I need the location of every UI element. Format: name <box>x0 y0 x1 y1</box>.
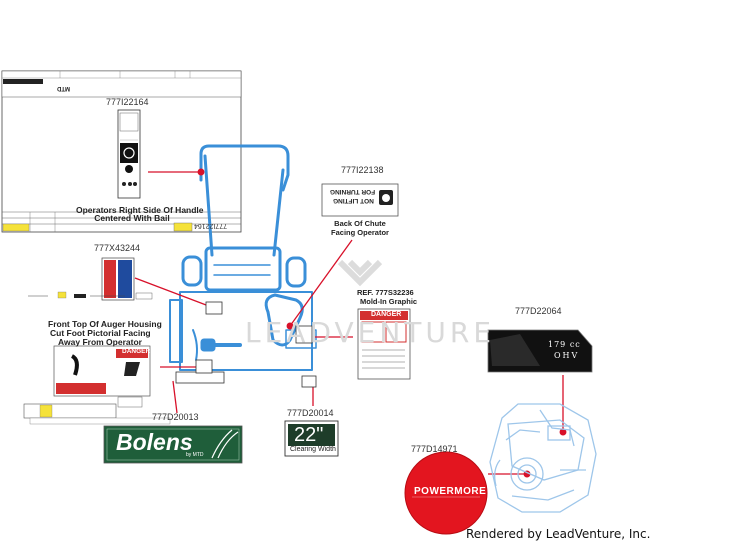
decal-777D22064-cc: 179 cc <box>548 340 581 349</box>
decal-777I22138-line1: FOR TURNING <box>330 188 376 195</box>
callout-boxes <box>175 301 317 388</box>
sheet-number: 777I22164 <box>194 222 228 229</box>
decal-777D20014 <box>284 420 339 457</box>
snowblower-outline <box>169 144 317 371</box>
caption-auger-line2: Cut Foot Pictorial Facing <box>50 328 151 338</box>
part-number-777I22164[interactable]: 777I22164 <box>106 97 149 107</box>
part-number-777D22064[interactable]: 777D22064 <box>515 306 562 316</box>
part-number-777D20014[interactable]: 777D20014 <box>287 408 334 418</box>
part-number-777S32236[interactable]: REF. 777S32236 <box>357 288 414 297</box>
decal-777D22064-ohv: OHV <box>554 351 580 360</box>
decal-777D20014-size: 22" <box>294 424 324 446</box>
watermark-text: LEADVENTURE <box>245 316 496 349</box>
auger-housing-decals <box>23 291 171 425</box>
decal-777D20013-sub: by MTD <box>186 452 204 458</box>
caption-777I22164-line2: Centered With Bail <box>94 213 170 223</box>
caption-777I22138-line1: Back Of Chute <box>334 219 386 228</box>
caption-auger-line1: Front Top Of Auger Housing <box>48 319 162 329</box>
decal-777D14971-brand: POWERMORE <box>414 486 487 497</box>
decal-777S32236 <box>357 308 411 380</box>
caption-777I22164-line1: Operators Right Side Of Handle <box>76 205 204 215</box>
caption-777S32236: Mold-In Graphic <box>360 297 418 306</box>
part-number-777X43244[interactable]: 777X43244 <box>94 243 141 253</box>
decal-777D20013-brand: Bolens <box>116 429 193 455</box>
decal-777I22138 <box>321 183 399 217</box>
caption-auger-line3: Away From Operator <box>58 337 142 347</box>
part-number-777I22138[interactable]: 777I22138 <box>341 165 384 175</box>
credit-text: Rendered by LeadVenture, Inc. <box>466 527 651 541</box>
decal-auger-danger: DANGER <box>122 348 151 355</box>
part-number-777D14971[interactable]: 777D14971 <box>411 444 458 454</box>
decal-777X43244 <box>101 257 135 301</box>
caption-777I22138-line2: Facing Operator <box>331 228 389 237</box>
decal-777S32236-danger: DANGER <box>371 311 402 318</box>
svg-text:MTD: MTD <box>56 85 70 91</box>
watermark-logo <box>337 259 383 287</box>
decal-777I22138-line2: NOT LIFTING <box>333 197 374 204</box>
part-number-777D20013[interactable]: 777D20013 <box>152 412 199 422</box>
engine-outline <box>489 403 597 513</box>
decal-777D20014-sub: Clearing Width <box>290 446 336 453</box>
decal-777D20013 <box>103 425 243 464</box>
decal-777D14971 <box>404 451 488 535</box>
decal-777D22064 <box>487 329 593 373</box>
